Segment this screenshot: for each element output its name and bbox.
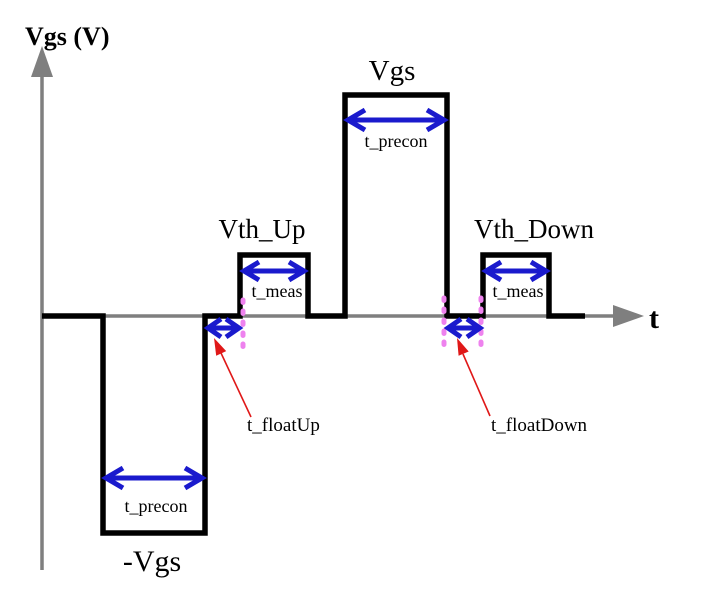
callout-arrow-t-float-up <box>214 338 252 418</box>
float-label-t-float-up: t_floatUp <box>247 415 320 436</box>
duration-label-t-precon-negative: t_precon <box>125 496 188 516</box>
arrowhead-left <box>481 259 503 283</box>
arrowhead-right <box>224 316 244 340</box>
pulse-label-vth-down: Vth_Down <box>474 214 594 244</box>
arrowhead-right <box>287 259 309 283</box>
duration-arrow-t-precon-negative <box>101 465 207 491</box>
pulse-label-vgs-positive: Vgs <box>369 55 416 87</box>
arrowhead-left <box>239 259 261 283</box>
duration-label-t-meas-down: t_meas <box>493 281 544 301</box>
duration-arrow-t-meas-up <box>239 259 309 283</box>
arrowhead-left <box>203 316 223 340</box>
arrowhead-left <box>443 316 463 340</box>
duration-arrow-t-float-up <box>203 316 244 340</box>
duration-arrows <box>101 107 551 491</box>
x-axis-arrowhead <box>613 305 644 327</box>
duration-label-t-precon-positive: t_precon <box>365 131 428 151</box>
arrowhead-right <box>529 259 551 283</box>
x-axis-label: t <box>649 302 659 335</box>
duration-arrow-t-float-down <box>443 316 485 340</box>
callout-arrows <box>214 338 491 418</box>
callout-arrowhead <box>214 338 227 356</box>
callout-arrow-t-float-down <box>457 338 491 417</box>
arrowhead-right <box>183 465 207 491</box>
labels: Vgs (V) t Vgs Vth_Up Vth_Down -Vgs t_pre… <box>25 22 659 578</box>
waveform-trace <box>42 92 585 536</box>
arrowhead-left <box>343 107 367 133</box>
callout-arrowhead <box>457 338 469 356</box>
arrowhead-right <box>465 316 485 340</box>
pulse-label-vth-up: Vth_Up <box>219 214 306 244</box>
y-axis-label: Vgs (V) <box>25 22 110 51</box>
duration-arrow-t-meas-down <box>481 259 551 283</box>
callout-line <box>220 352 252 418</box>
duration-label-t-meas-up: t_meas <box>252 281 303 301</box>
y-axis-arrowhead <box>31 46 53 77</box>
duration-arrow-t-precon-positive <box>343 107 449 133</box>
pulse-label-vgs-negative: -Vgs <box>123 545 181 578</box>
callout-line <box>462 353 491 417</box>
arrowhead-left <box>101 465 125 491</box>
arrowhead-right <box>425 107 449 133</box>
float-markers <box>240 295 484 354</box>
float-label-t-float-down: t_floatDown <box>491 415 588 436</box>
